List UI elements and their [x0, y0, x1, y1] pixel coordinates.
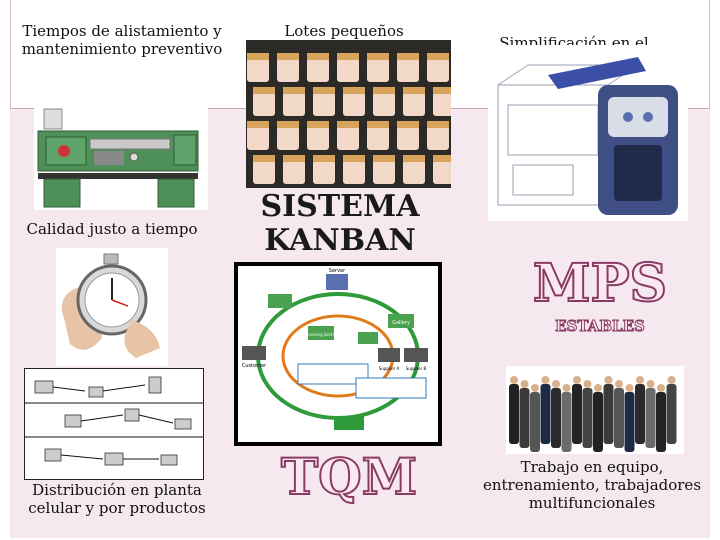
lathe-machine-image	[34, 95, 208, 210]
kanban-title-line2: KANBAN	[264, 223, 416, 258]
diagram-server-label: Server	[329, 268, 346, 274]
diagram-supplier-a-label: Supplier A	[379, 366, 400, 371]
kanban-title-line1: SISTEMA	[260, 189, 420, 224]
team-workers-image	[506, 366, 684, 454]
estables-label: ESTABLES	[555, 317, 646, 336]
diagram-supplier-b-label: Supplier B	[406, 366, 427, 371]
plant-layout-image	[24, 368, 204, 480]
diagram-gallery-label: Gallery	[392, 320, 410, 326]
kanban-cycle-diagram: Server Customer Gallery Receiving Sectio…	[234, 262, 442, 446]
caption-teamwork: Trabajo en equipo, entrenamiento, trabaj…	[482, 458, 702, 512]
caption-quality: Calidad justo a tiempo	[26, 220, 198, 238]
stopwatch-image	[56, 248, 168, 366]
mps-label: MPS	[532, 253, 668, 315]
caption-setup-times: Tiempos de alistamiento y mantenimiento …	[21, 22, 223, 58]
tqm-label: TQM	[280, 447, 418, 507]
machine-design-image	[488, 45, 688, 221]
caption-small-lots: Lotes pequeños	[284, 22, 404, 40]
jars-small-lots-image	[246, 40, 451, 188]
diagram-receiving-label: Receiving Section	[303, 332, 339, 337]
diagram-customer-label: Customer	[242, 363, 267, 369]
caption-plant-layout: Distribución en planta celular y por pro…	[28, 481, 206, 517]
